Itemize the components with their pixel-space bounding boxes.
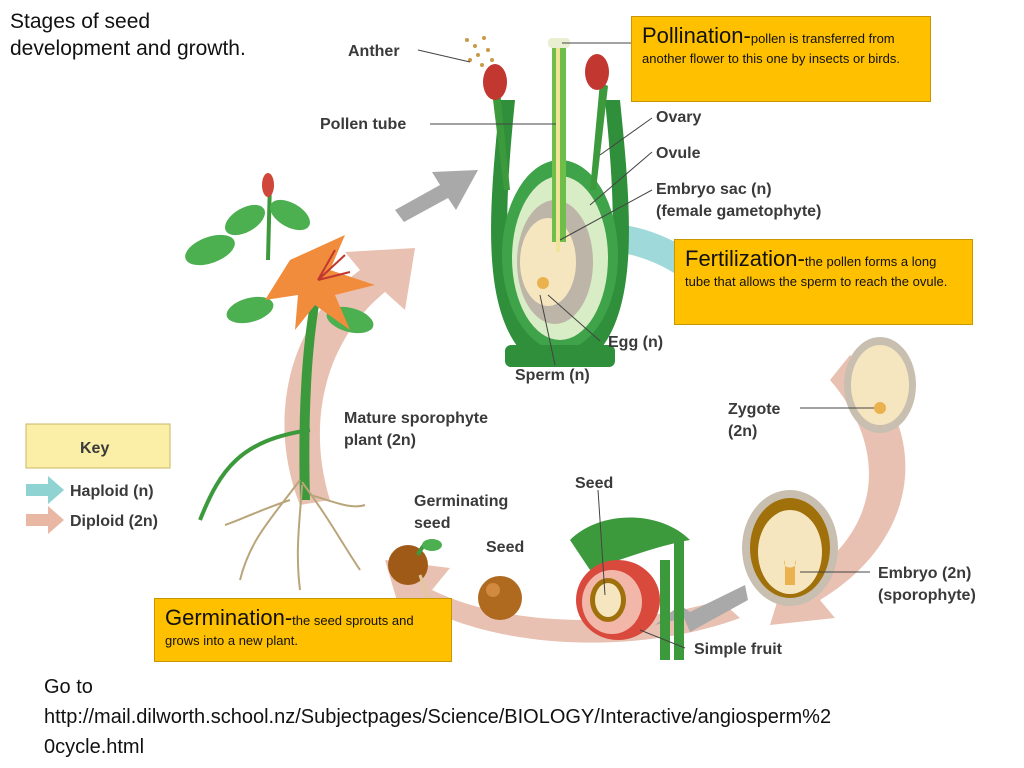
footer-go-to: Go to [44,676,93,698]
pollination-text: pollen is transferred from another flowe… [642,31,900,66]
grey-arrow [395,170,478,222]
label-sporophyte: (sporophyte) [878,587,976,604]
key-box [25,423,171,469]
pollination-heading: Pollination- [642,23,751,48]
fertilization-text: the pollen forms a long tube that allows… [685,254,948,289]
seed-image [478,576,522,620]
label-plant-2n: plant (2n) [344,432,416,449]
key-title: Key [80,440,109,457]
simple-fruit [570,517,690,660]
footer-url-part-2[interactable]: 0cycle.html [44,736,145,758]
label-anther: Anther [348,43,400,60]
label-zygote-2n: (2n) [728,423,757,440]
flower-cross-section [465,36,629,367]
label-germinating-seed: seed [414,515,450,532]
title-line-1: Stages of seed [10,10,151,33]
callout-fertilization: Fertilization-the pollen forms a long tu… [674,239,973,325]
diploid-arrow-icon [26,506,64,534]
label-seed-mid: Seed [486,539,524,556]
title-line-2: development and growth. [10,37,246,60]
germinating-seed-image [388,539,442,613]
label-seed-top: Seed [575,475,613,492]
footer-link-text: Go to http://mail.dilworth.school.nz/Sub… [44,672,1004,762]
label-pollen-tube: Pollen tube [320,116,406,133]
label-germinating: Germinating [414,493,508,510]
mature-plant [185,173,375,591]
seed-highlight [486,583,500,597]
key-diploid: Diploid (2n) [70,513,158,530]
leader-lines [417,42,874,649]
germination-heading: Germination- [165,605,293,630]
germination-text: the seed sprouts and grows into a new pl… [165,613,414,648]
label-embryo: Embryo (2n) [878,565,971,582]
label-zygote: Zygote [728,401,781,418]
label-simple-fruit: Simple fruit [694,641,783,658]
callout-pollination: Pollination-pollen is transferred from a… [631,16,931,102]
label-sperm: Sperm (n) [515,367,590,384]
haploid-arrow-icon [26,476,64,504]
callout-germination: Germination-the seed sprouts and grows i… [154,598,452,662]
label-egg: Egg (n) [608,334,663,351]
label-embryo-sac: Embryo sac (n) [656,181,772,198]
label-female-gametophyte: (female gametophyte) [656,203,821,220]
label-ovary: Ovary [656,109,701,126]
zygote-ovule [844,337,916,433]
label-mature-sporophyte: Mature sporophyte [344,410,488,427]
fertilization-heading: Fertilization- [685,246,805,271]
slide-title: Stages of seed development and growth. [10,8,310,62]
key-haploid: Haploid (n) [70,483,154,500]
key-legend: Key Haploid (n) Diploid (2n) [25,423,171,534]
label-ovule: Ovule [656,145,701,162]
embryo-ovule [655,490,838,632]
footer-url-part-1[interactable]: http://mail.dilworth.school.nz/Subjectpa… [44,706,832,728]
